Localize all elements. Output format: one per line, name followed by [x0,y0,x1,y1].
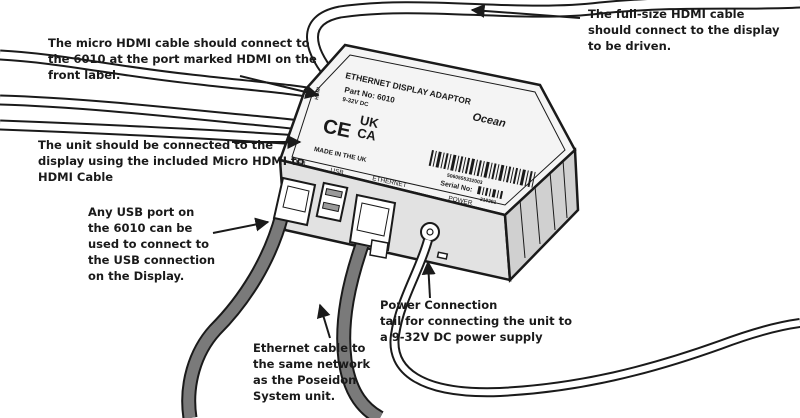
usb-port-stack [315,181,349,223]
device-voltage: 9-32V DC [342,97,370,108]
usb-plug [272,176,317,227]
ukca-mark-top: UK [359,112,381,131]
callout-unit-display: The unit should be connected to the disp… [38,138,305,184]
status-led [436,251,449,260]
port-label-usb-2: USB [330,167,345,177]
callout-usb: Any USB port on the 6010 can be used to … [88,205,216,283]
callout-arrows [212,3,581,339]
callout-micro-hdmi: The micro HDMI cable should connect to t… [48,36,317,82]
cables-rear [0,0,800,146]
arrow-ethernet [316,303,331,339]
arrow-full-hdmi [470,3,581,19]
callout-full-hdmi: The full-size HDMI cable should connect … [588,7,780,53]
serial-number: 310391 [479,197,497,206]
callout-ethernet: Ethernet cable to the same network as th… [253,341,371,403]
cables-front [181,176,800,418]
callout-power: Power Connection tail for connecting the… [380,298,572,344]
ukca-mark-bottom: CA [356,125,378,144]
device-right-face [503,147,580,283]
arrow-usb [212,217,270,234]
port-label-usb-1: USB [292,158,307,168]
power-socket [420,222,440,242]
arrow-power [421,260,436,299]
arrow-micro-hdmi [239,75,320,99]
